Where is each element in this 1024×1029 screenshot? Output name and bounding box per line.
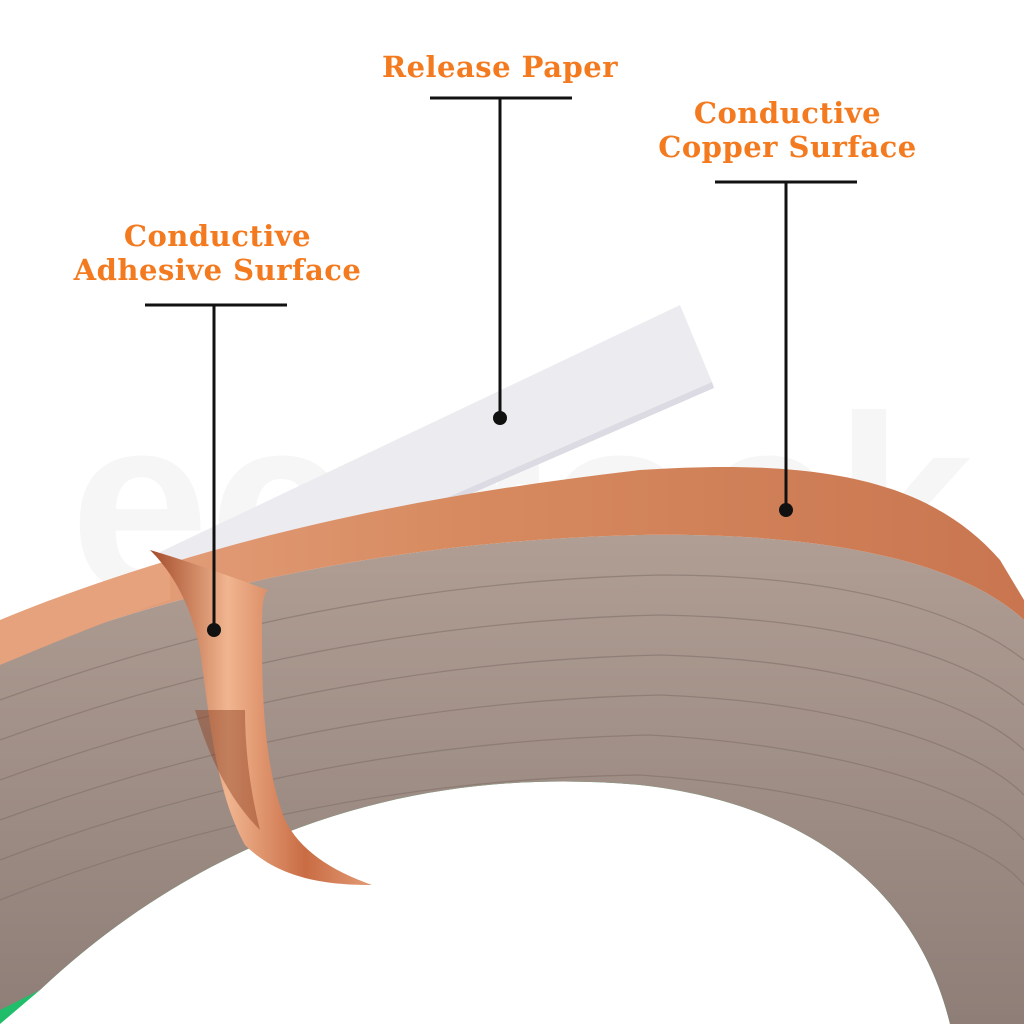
copper-label-line1: Conductive: [693, 96, 882, 130]
copper-strip-loop: [150, 550, 372, 885]
copper-marker: [779, 503, 793, 517]
copper-surface-label: Conductive Copper Surface: [655, 96, 920, 164]
copper-surface: [0, 466, 1024, 660]
release-paper-text: Release Paper: [381, 50, 618, 84]
release-paper-marker: [493, 411, 507, 425]
adhesive-surface-label: Conductive Adhesive Surface: [70, 219, 365, 287]
adhesive-label-line1: Conductive: [123, 219, 312, 253]
copper-outer-band: [0, 560, 170, 665]
copper-label-line2: Copper Surface: [658, 130, 917, 164]
copper-strip-shadow: [195, 710, 260, 830]
release-paper-label: Release Paper: [380, 50, 620, 84]
adhesive-label-line2: Adhesive Surface: [73, 253, 362, 287]
tape-layers: [0, 574, 1024, 901]
adhesive-marker: [207, 623, 221, 637]
